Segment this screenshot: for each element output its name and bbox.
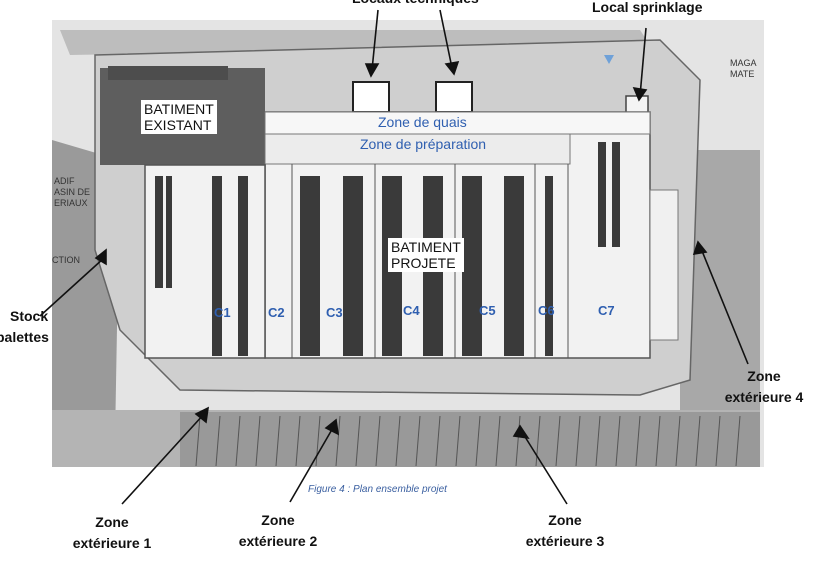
callout-zone-ext-1-line-2: extérieure 1 bbox=[72, 535, 152, 551]
parking-line bbox=[595, 415, 601, 467]
existing-building-line-2: EXISTANT bbox=[144, 117, 212, 133]
callout-zone-ext-3: Zone extérieure 3 bbox=[519, 510, 611, 552]
parking-line bbox=[335, 415, 341, 467]
rack-block bbox=[238, 176, 248, 356]
parking-line bbox=[515, 415, 521, 467]
parking-line bbox=[735, 415, 741, 467]
preparation-strip bbox=[264, 133, 571, 165]
callout-local-sprinklage: Local sprinklage bbox=[592, 0, 703, 15]
parking-line bbox=[255, 415, 261, 467]
parking-line bbox=[615, 415, 621, 467]
rack-block bbox=[545, 176, 553, 356]
project-building-line-1: BATIMENT bbox=[391, 239, 461, 255]
callout-zone-ext-2-line-1: Zone bbox=[261, 512, 295, 528]
parking-line bbox=[275, 415, 281, 467]
callout-zone-ext-2: Zone extérieure 2 bbox=[232, 510, 324, 552]
existing-building-annex bbox=[108, 66, 228, 80]
parking-line bbox=[715, 415, 721, 467]
parking-line bbox=[435, 415, 441, 467]
top-road bbox=[60, 30, 650, 55]
rack-block bbox=[212, 176, 222, 356]
parking-line bbox=[375, 415, 381, 467]
sprinklage-marker bbox=[604, 55, 614, 64]
parking-line bbox=[635, 415, 641, 467]
callout-zone-ext-2-line-2: extérieure 2 bbox=[238, 533, 318, 549]
zone-quais-label: Zone de quais bbox=[378, 114, 467, 130]
parking-line bbox=[235, 415, 241, 467]
parking-line bbox=[215, 415, 221, 467]
callout-zone-ext-4-line-1: Zone bbox=[747, 368, 781, 384]
parking-line bbox=[495, 415, 501, 467]
callout-stock-line-1: Stock bbox=[10, 308, 49, 324]
map-text-top-right-2: MATE bbox=[730, 69, 755, 79]
zone-preparation-label: Zone de préparation bbox=[360, 136, 487, 152]
parking-line bbox=[395, 415, 401, 467]
callout-zone-ext-3-line-2: extérieure 3 bbox=[525, 533, 605, 549]
cell-c7-label: C7 bbox=[598, 303, 615, 318]
callout-stock-line-2: palettes bbox=[0, 329, 49, 345]
callout-zone-ext-1: Zone extérieure 1 bbox=[66, 512, 158, 554]
map-text-left-2: ASIN DE bbox=[54, 187, 91, 197]
callout-zone-ext-4-line-2: extérieure 4 bbox=[724, 389, 804, 405]
existing-building-line-1: BATIMENT bbox=[144, 101, 214, 117]
cell-c3-label: C3 bbox=[326, 305, 343, 320]
parking-line bbox=[355, 415, 361, 467]
cell-c4-label: C4 bbox=[403, 303, 420, 318]
map-text-left-bottom: CTION bbox=[52, 255, 80, 265]
rack-block bbox=[166, 176, 172, 288]
parking-line bbox=[695, 415, 701, 467]
parking-line bbox=[455, 415, 461, 467]
cell-c2-label: C2 bbox=[268, 305, 285, 320]
existing-building-label: BATIMENT EXISTANT bbox=[141, 100, 217, 134]
map-text-left: ADIF ASIN DE ERIAUX bbox=[54, 176, 90, 209]
callout-stock-palettes: Stock palettes bbox=[0, 306, 49, 348]
parking-strip bbox=[180, 412, 760, 467]
rack-block bbox=[300, 176, 320, 356]
parking-line bbox=[575, 415, 581, 467]
rack-block bbox=[504, 176, 524, 356]
callout-zone-ext-4: Zone extérieure 4 bbox=[718, 366, 810, 408]
map-text-left-1: ADIF bbox=[54, 176, 75, 186]
cell-c5-label: C5 bbox=[479, 303, 496, 318]
project-building-label: BATIMENT PROJETE bbox=[388, 238, 464, 272]
project-building-line-2: PROJETE bbox=[391, 255, 456, 271]
map-text-top-right: MAGA MATE bbox=[730, 58, 757, 80]
cell-c6-label: C6 bbox=[538, 303, 555, 318]
parking-line bbox=[475, 415, 481, 467]
rack-block bbox=[343, 176, 363, 356]
rack-block bbox=[612, 142, 620, 247]
rack-block bbox=[598, 142, 606, 247]
callout-zone-ext-3-line-1: Zone bbox=[548, 512, 582, 528]
callout-locaux-techniques: Locaux techniques bbox=[352, 0, 479, 9]
parking-line bbox=[655, 415, 661, 467]
figure-caption: Figure 4 : Plan ensemble projet bbox=[308, 484, 447, 495]
local-technique-2 bbox=[435, 81, 473, 113]
callout-zone-ext-1-line-1: Zone bbox=[95, 514, 129, 530]
local-technique-1 bbox=[352, 81, 390, 113]
parking-line bbox=[415, 415, 421, 467]
rack-block bbox=[462, 176, 482, 356]
rack-block bbox=[155, 176, 163, 288]
storage-racks bbox=[155, 142, 620, 358]
side-strip-right bbox=[649, 189, 679, 341]
parking-line bbox=[675, 415, 681, 467]
cell-c1-label: C1 bbox=[214, 305, 231, 320]
map-text-left-3: ERIAUX bbox=[54, 198, 88, 208]
map-text-top-right-1: MAGA bbox=[730, 58, 757, 68]
